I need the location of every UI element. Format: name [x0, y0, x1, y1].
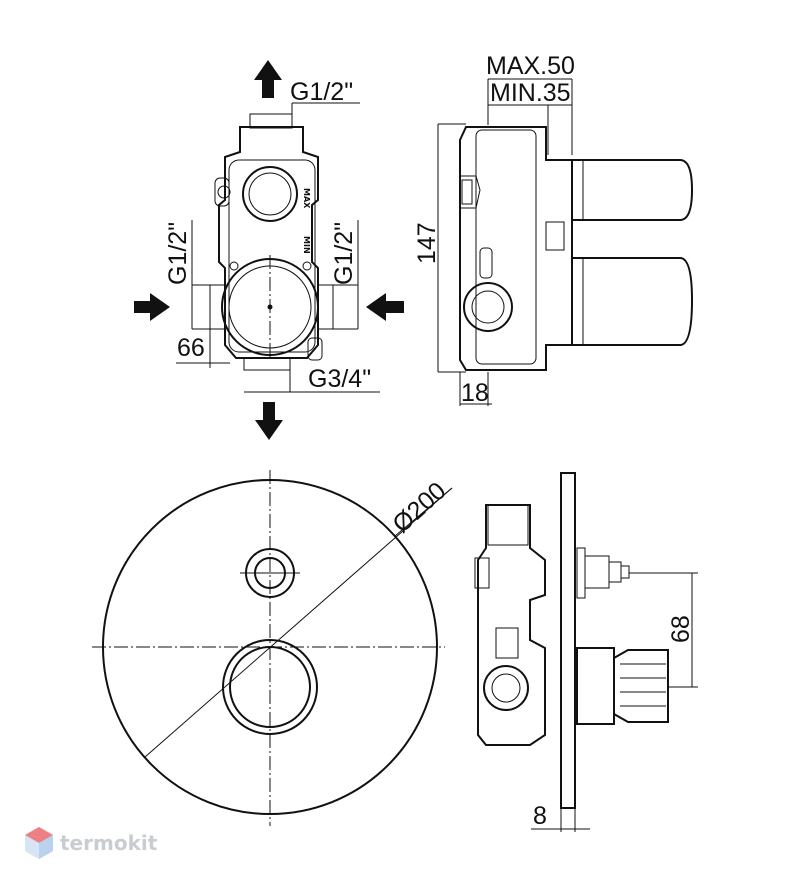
inlet-left-arrow	[134, 293, 170, 321]
flow-arrows	[134, 60, 404, 440]
inlet-right-arrow	[366, 293, 404, 321]
plate-diameter-label: Ø200	[387, 477, 451, 539]
assembly-side-view	[474, 472, 669, 809]
outlet-top-thread-label: G1/2"	[290, 78, 353, 106]
inlet-right-thread-label: G1/2"	[330, 222, 358, 285]
height-label: 147	[413, 222, 441, 264]
outlet-down-arrow	[255, 402, 283, 440]
valve-side-view	[459, 126, 694, 371]
inlet-spacing-label: 66	[177, 334, 205, 362]
outlet-up-arrow	[254, 60, 282, 98]
cover-plate-front-view	[92, 470, 453, 826]
min-depth-label: MIN.35	[490, 79, 571, 107]
inlet-left-thread-label: G1/2"	[164, 222, 192, 285]
plate-thickness-label: 8	[533, 802, 547, 830]
side-view-dimension-lines	[437, 78, 573, 406]
outlet-bottom-thread-label: G3/4"	[308, 365, 371, 393]
valve-front-view: MAX MIN	[209, 113, 334, 371]
front-view-dimension-lines	[176, 102, 380, 393]
handle-spacing-label: 68	[667, 615, 695, 643]
assembly-dimension-lines	[531, 572, 698, 832]
watermark-brand-text: termokit	[60, 831, 158, 855]
wall-offset-label: 18	[461, 379, 489, 407]
max-marking: MAX	[302, 188, 311, 209]
min-marking: MIN	[302, 236, 311, 254]
max-depth-label: MAX.50	[486, 52, 575, 80]
watermark: termokit	[24, 826, 157, 860]
watermark-logo-icon	[25, 827, 53, 859]
